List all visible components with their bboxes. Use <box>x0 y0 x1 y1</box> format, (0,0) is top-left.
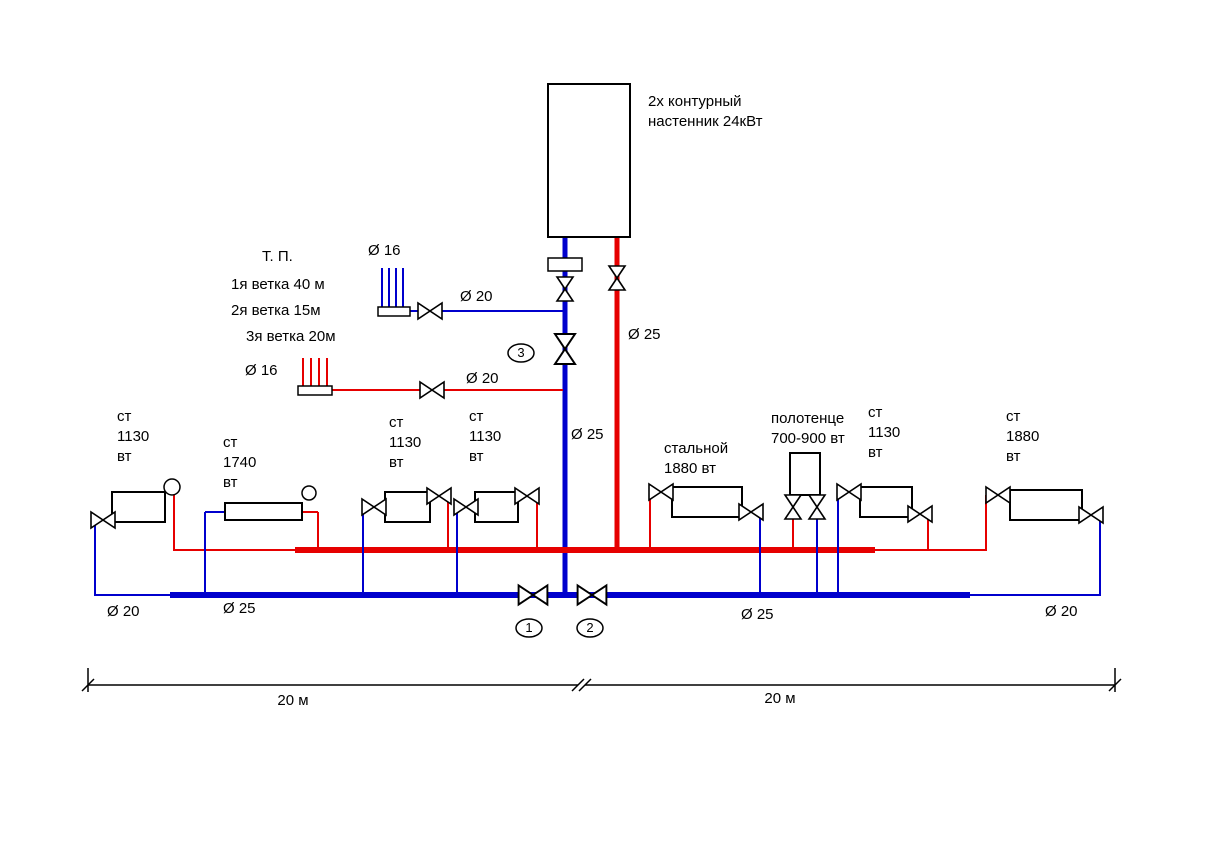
towel-warmer-label: полотенце 700-900 вт <box>771 410 845 447</box>
radiator-body <box>1009 489 1083 521</box>
pump-icon <box>547 257 583 272</box>
radiator-label-5: стальной 1880 вт <box>664 440 729 477</box>
dia-label-return-riser: Ø 25 <box>571 426 604 443</box>
radiator-label-4: ст 1130 вт <box>469 408 502 465</box>
air-vent-icon <box>301 485 317 501</box>
radiator-body <box>384 491 431 523</box>
air-vent-icon <box>163 478 181 496</box>
valve-icon <box>419 381 445 399</box>
radiator-body <box>671 486 743 518</box>
valve-icon <box>556 276 574 302</box>
radiator-label-2: ст 1740 вт <box>223 434 257 491</box>
valve-icon <box>514 487 540 505</box>
valve-icon <box>784 494 802 520</box>
boiler-body <box>547 83 631 238</box>
valve-tag-bubble <box>507 343 535 363</box>
valve-icon <box>608 265 626 291</box>
floor-heating-supply-manifold <box>297 385 333 396</box>
radiator-branch-pipes <box>94 491 1101 596</box>
radiator-label-7: ст 1880 вт <box>1006 408 1040 465</box>
floor-heating-supply-line <box>302 358 563 391</box>
dia-label-supply-manifold: Ø 16 <box>245 362 278 379</box>
floor-heating-branch-3: 3я ветка 20м <box>246 328 336 345</box>
dimension-lines <box>81 668 1122 692</box>
dia-label-supply-line: Ø 20 <box>466 370 499 387</box>
floor-heating-branch-2: 2я ветка 15м <box>231 302 321 319</box>
radiator-body <box>474 491 519 523</box>
dia-label-main-right: Ø 25 <box>741 606 774 623</box>
boiler-label: 2х контурный настенник 24кВт <box>648 93 763 130</box>
valve-tag-2: 2 <box>586 620 594 635</box>
floor-heating-title: Т. П. <box>262 248 293 265</box>
dia-label-supply-riser: Ø 25 <box>628 326 661 343</box>
towel-warmer-body <box>789 452 821 496</box>
valve-icon <box>648 483 674 501</box>
floor-heating-branch-1: 1я ветка 40 м <box>231 276 325 293</box>
valve-icon <box>453 498 479 516</box>
valve-tag-1: 1 <box>525 620 533 635</box>
valve-icon <box>836 483 862 501</box>
valve-icon <box>361 498 387 516</box>
dia-label-return-manifold: Ø 16 <box>368 242 401 259</box>
radiator-label-6: ст 1130 вт <box>868 404 901 461</box>
valve-icon <box>576 584 608 606</box>
dia-label-main-left-end: Ø 20 <box>107 603 140 620</box>
floor-heating-return-manifold <box>377 306 411 317</box>
dimension-label-left: 20 м <box>277 692 309 709</box>
valve-icon <box>517 584 549 606</box>
dimension-label-right: 20 м <box>764 690 796 707</box>
dia-label-main-right-end: Ø 20 <box>1045 603 1078 620</box>
valve-icon <box>1078 506 1104 524</box>
radiator-body <box>859 486 913 518</box>
radiator-body <box>224 502 303 521</box>
valve-icon <box>738 503 764 521</box>
dia-label-return-line: Ø 20 <box>460 288 493 305</box>
radiator-bodies <box>111 452 1083 523</box>
valve-icon <box>426 487 452 505</box>
radiator-label-1: ст 1130 вт <box>117 408 150 465</box>
valve-tag-bubble <box>515 618 543 638</box>
valve-tag-bubble <box>576 618 604 638</box>
radiator-body <box>111 491 166 523</box>
valve-tag-3: 3 <box>517 345 525 360</box>
radiator-label-3: ст 1130 вт <box>389 414 422 471</box>
dia-label-main-left: Ø 25 <box>223 600 256 617</box>
valve-icon <box>907 505 933 523</box>
valve-icon <box>985 486 1011 504</box>
valve-icon <box>90 511 116 529</box>
valve-icon <box>554 333 576 365</box>
valve-icon <box>808 494 826 520</box>
valve-icon <box>417 302 443 320</box>
